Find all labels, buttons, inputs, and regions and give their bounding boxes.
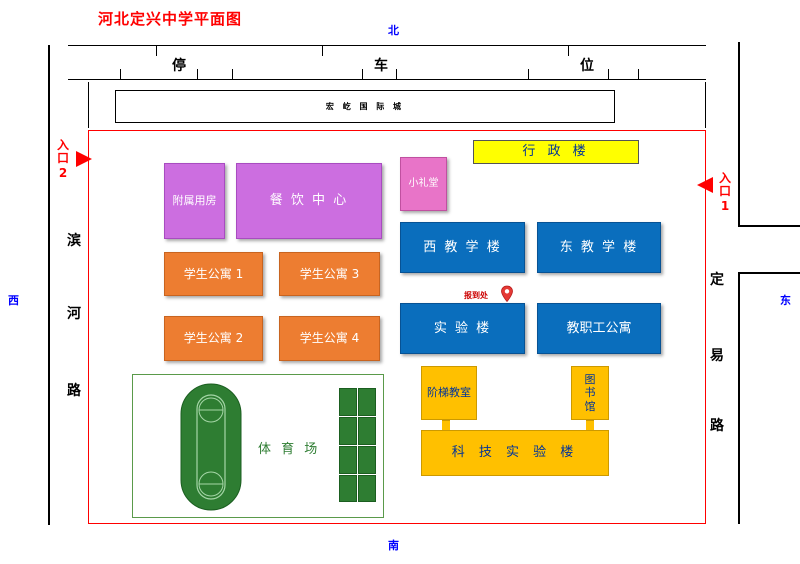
court-icon bbox=[358, 417, 376, 445]
annex-building[interactable]: 附属用房 bbox=[164, 163, 225, 239]
entrance-1-arrow-icon[interactable] bbox=[697, 177, 713, 193]
east-road-line-lower bbox=[738, 272, 740, 524]
west-road-char-1: 滨 bbox=[67, 233, 81, 249]
parking-label-1: 停 bbox=[172, 58, 186, 74]
admin-building[interactable]: 行 政 楼 bbox=[473, 140, 639, 164]
east-road-line-upper bbox=[738, 42, 740, 226]
entrance-2-arrow-icon[interactable] bbox=[76, 151, 92, 167]
parking-top-line bbox=[68, 45, 706, 46]
auditorium[interactable]: 小礼堂 bbox=[400, 157, 447, 211]
west-road-char-2: 河 bbox=[67, 306, 81, 322]
dining-center[interactable]: 餐 饮 中 心 bbox=[236, 163, 382, 239]
east-road-char-1: 定 bbox=[710, 272, 724, 288]
running-track-icon bbox=[180, 383, 242, 511]
staff-apartment[interactable]: 教职工公寓 bbox=[537, 303, 661, 354]
court-icon bbox=[339, 475, 357, 502]
campus-boundary bbox=[88, 130, 706, 524]
entrance-2-number: 2 bbox=[58, 166, 68, 180]
east-road-char-3: 路 bbox=[710, 418, 724, 434]
map-title: 河北定兴中学平面图 bbox=[98, 10, 243, 28]
student-dorm-4[interactable]: 学生公寓 4 bbox=[279, 316, 380, 361]
court-icon bbox=[358, 446, 376, 474]
parking-label-2: 车 bbox=[374, 58, 388, 74]
lecture-hall[interactable]: 阶梯教室 bbox=[421, 366, 477, 420]
location-pin-icon[interactable] bbox=[500, 285, 514, 303]
student-dorm-3[interactable]: 学生公寓 3 bbox=[279, 252, 380, 296]
court-icon bbox=[358, 388, 376, 416]
parking-stall-ticks bbox=[120, 45, 720, 80]
entrance-1-number: 1 bbox=[720, 199, 730, 213]
student-dorm-1[interactable]: 学生公寓 1 bbox=[164, 252, 263, 296]
entrance-1-label: 入口 bbox=[718, 171, 731, 198]
lab-building[interactable]: 实 验 楼 bbox=[400, 303, 525, 354]
court-icon bbox=[339, 446, 357, 474]
east-road-corner-lower bbox=[738, 272, 800, 274]
science-lab-building[interactable]: 科 技 实 验 楼 bbox=[421, 430, 609, 476]
west-road-char-3: 路 bbox=[67, 383, 81, 399]
mall-frame bbox=[88, 82, 706, 128]
east-road-corner-upper bbox=[738, 225, 800, 227]
east-teaching-building[interactable]: 东 教 学 楼 bbox=[537, 222, 661, 273]
parking-bottom-line bbox=[68, 79, 706, 80]
court-icon bbox=[339, 417, 357, 445]
west-road-line bbox=[48, 45, 50, 525]
north-label: 北 bbox=[388, 24, 399, 37]
south-label: 南 bbox=[388, 539, 399, 552]
court-icon bbox=[339, 388, 357, 416]
east-road-char-2: 易 bbox=[710, 348, 724, 364]
mall-building: 宏 屹 国 际 城 bbox=[115, 90, 615, 123]
sports-courts bbox=[339, 388, 376, 502]
parking-label-3: 位 bbox=[580, 58, 594, 74]
entrance-2-label: 入口 bbox=[56, 138, 69, 165]
court-icon bbox=[358, 475, 376, 502]
east-label: 东 bbox=[780, 294, 791, 307]
west-teaching-building[interactable]: 西 教 学 楼 bbox=[400, 222, 525, 273]
west-label: 西 bbox=[8, 294, 19, 307]
library[interactable]: 图书馆 bbox=[571, 366, 609, 420]
checkin-label: 报到处 bbox=[464, 291, 488, 300]
student-dorm-2[interactable]: 学生公寓 2 bbox=[164, 316, 263, 361]
stadium-label: 体 育 场 bbox=[258, 442, 321, 457]
